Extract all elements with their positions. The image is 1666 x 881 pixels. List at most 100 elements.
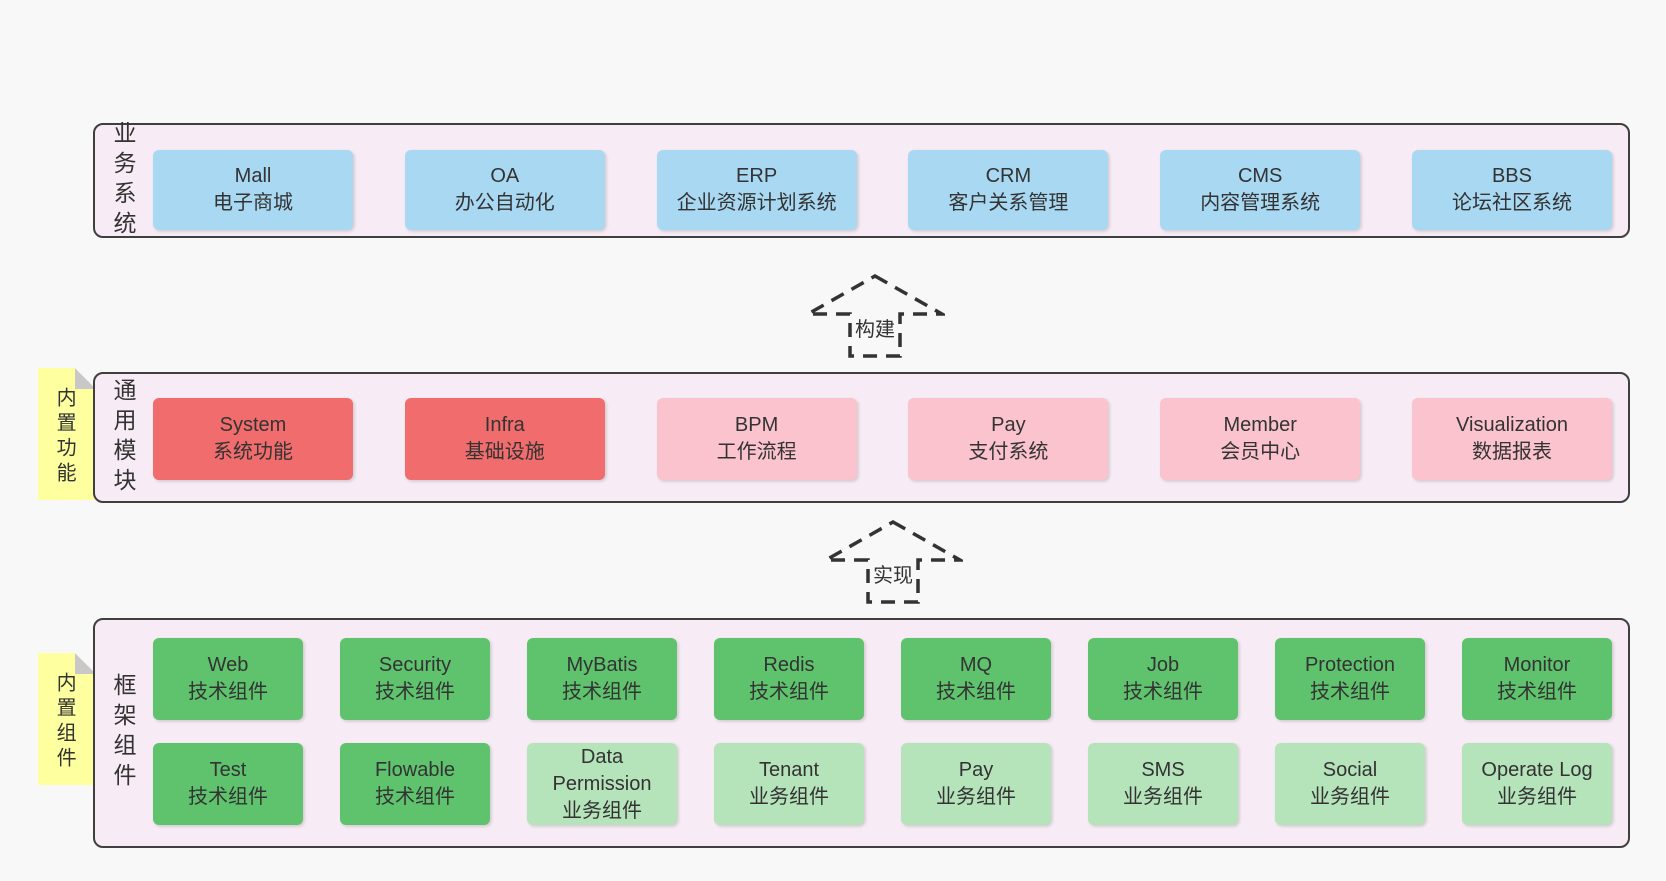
layer-label: 框架组件 bbox=[110, 673, 136, 793]
box-name: ERP bbox=[736, 165, 778, 187]
box-bpm: BPM 工作流程 bbox=[656, 398, 857, 480]
box-name: Web bbox=[207, 654, 249, 676]
box-tenant: Tenant 业务组件 bbox=[714, 743, 864, 825]
layer-business-systems: 业务系统 Mall 电子商城 OA 办公自动化 ERP 企业资源计划系统 CRM… bbox=[93, 120, 1630, 241]
layer-label: 通用模块 bbox=[110, 377, 136, 498]
layer-common-modules: 通用模块 System 系统功能 Infra 基础设施 BPM 工作流程 Pay… bbox=[93, 372, 1630, 503]
box-name: Flowable bbox=[374, 759, 456, 781]
box-sms: SMS 业务组件 bbox=[1088, 743, 1238, 825]
box-cms: CMS 内容管理系统 bbox=[1160, 150, 1361, 230]
box-name: System bbox=[219, 414, 287, 436]
box-desc: 业务组件 bbox=[1497, 786, 1577, 808]
arrow-build: 构建 bbox=[805, 273, 945, 359]
box-desc: 数据报表 bbox=[1471, 441, 1552, 463]
box-name: Operate Log bbox=[1481, 759, 1593, 781]
layer-label: 业务系统 bbox=[110, 120, 136, 241]
box-desc: 技术组件 bbox=[375, 786, 455, 808]
box-social: Social 业务组件 bbox=[1275, 743, 1425, 825]
box-name: Pay bbox=[958, 759, 994, 781]
box-operate-log: Operate Log 业务组件 bbox=[1462, 743, 1612, 825]
box-name: BBS bbox=[1491, 165, 1532, 187]
box-name: CRM bbox=[985, 165, 1032, 187]
box-desc: 支付系统 bbox=[968, 441, 1049, 463]
box-mall: Mall 电子商城 bbox=[153, 150, 353, 230]
box-desc: 企业资源计划系统 bbox=[676, 192, 837, 214]
box-desc: 技术组件 bbox=[1310, 681, 1390, 703]
box-mq: MQ 技术组件 bbox=[901, 638, 1051, 720]
box-desc: 业务组件 bbox=[1310, 786, 1390, 808]
box-row: Test 技术组件 Flowable 技术组件 Data Permission … bbox=[153, 743, 1612, 825]
box-redis: Redis 技术组件 bbox=[714, 638, 864, 720]
box-name: Social bbox=[1322, 759, 1378, 781]
sticky-note-built-in-features: 内置功能 bbox=[38, 368, 96, 500]
box-desc: 技术组件 bbox=[188, 786, 268, 808]
box-flowable: Flowable 技术组件 bbox=[340, 743, 490, 825]
box-name: MQ bbox=[959, 654, 993, 676]
box-name: Data Permission bbox=[552, 745, 652, 795]
box-desc: 技术组件 bbox=[1123, 681, 1203, 703]
box-row: Web 技术组件 Security 技术组件 MyBatis 技术组件 Redi… bbox=[153, 638, 1612, 720]
box-mybatis: MyBatis 技术组件 bbox=[527, 638, 677, 720]
box-desc: 业务组件 bbox=[936, 786, 1016, 808]
box-member: Member 会员中心 bbox=[1160, 398, 1361, 480]
box-name: Test bbox=[209, 759, 247, 781]
sticky-note-built-in-components: 内置组件 bbox=[38, 653, 96, 785]
box-name: Pay bbox=[991, 414, 1026, 436]
box-desc: 业务组件 bbox=[562, 799, 642, 822]
box-web: Web 技术组件 bbox=[153, 638, 303, 720]
box-name: Monitor bbox=[1503, 654, 1571, 676]
box-desc: 电子商城 bbox=[213, 192, 293, 214]
box-security: Security 技术组件 bbox=[340, 638, 490, 720]
box-system: System 系统功能 bbox=[153, 398, 353, 480]
box-desc: 技术组件 bbox=[562, 681, 642, 703]
box-pay: Pay 支付系统 bbox=[908, 398, 1109, 480]
arrow-label: 构建 bbox=[852, 313, 898, 342]
box-name: Visualization bbox=[1456, 414, 1568, 436]
box-pay-business: Pay 业务组件 bbox=[901, 743, 1051, 825]
box-name: Protection bbox=[1304, 654, 1396, 676]
box-erp: ERP 企业资源计划系统 bbox=[656, 150, 857, 230]
box-desc: 基础设施 bbox=[464, 441, 545, 463]
box-row: Mall 电子商城 OA 办公自动化 ERP 企业资源计划系统 CRM 客户关系… bbox=[153, 150, 1612, 230]
box-desc: 技术组件 bbox=[375, 681, 455, 703]
box-name: SMS bbox=[1141, 759, 1185, 781]
box-crm: CRM 客户关系管理 bbox=[908, 150, 1109, 230]
box-desc: 论坛社区系统 bbox=[1451, 192, 1572, 214]
box-desc: 客户关系管理 bbox=[948, 192, 1069, 214]
box-oa: OA 办公自动化 bbox=[404, 150, 605, 230]
box-name: OA bbox=[490, 165, 520, 187]
box-bbs: BBS 论坛社区系统 bbox=[1411, 150, 1612, 230]
box-name: Job bbox=[1146, 654, 1180, 676]
box-name: Redis bbox=[763, 654, 815, 676]
box-test: Test 技术组件 bbox=[153, 743, 303, 825]
box-desc: 技术组件 bbox=[188, 681, 268, 703]
box-visualization: Visualization 数据报表 bbox=[1411, 398, 1612, 480]
box-data-permission: Data Permission 业务组件 bbox=[527, 743, 677, 825]
box-desc: 技术组件 bbox=[936, 681, 1016, 703]
box-name: Mall bbox=[234, 165, 272, 187]
dashed-up-arrow-icon bbox=[805, 273, 945, 358]
box-desc: 技术组件 bbox=[1497, 681, 1577, 703]
sticky-note-label: 内置功能 bbox=[53, 386, 76, 487]
box-name: Security bbox=[378, 654, 452, 676]
box-desc: 业务组件 bbox=[749, 786, 829, 808]
box-row: System 系统功能 Infra 基础设施 BPM 工作流程 Pay 支付系统… bbox=[153, 398, 1612, 480]
box-desc: 办公自动化 bbox=[454, 192, 555, 214]
box-desc: 工作流程 bbox=[716, 441, 797, 463]
dashed-up-arrow-icon bbox=[823, 519, 963, 604]
box-name: Member bbox=[1223, 414, 1297, 436]
box-desc: 业务组件 bbox=[1123, 786, 1203, 808]
sticky-note-label: 内置组件 bbox=[53, 671, 76, 772]
layer-framework-components: 框架组件 Web 技术组件 Security 技术组件 MyBatis 技术组件… bbox=[93, 618, 1630, 848]
box-desc: 会员中心 bbox=[1220, 441, 1301, 463]
box-name: Tenant bbox=[758, 759, 820, 781]
box-desc: 内容管理系统 bbox=[1200, 192, 1321, 214]
box-name: BPM bbox=[734, 414, 779, 436]
box-protection: Protection 技术组件 bbox=[1275, 638, 1425, 720]
box-name: CMS bbox=[1237, 165, 1283, 187]
box-name: MyBatis bbox=[566, 654, 638, 676]
box-job: Job 技术组件 bbox=[1088, 638, 1238, 720]
arrow-label: 实现 bbox=[870, 559, 916, 588]
box-name: Infra bbox=[484, 414, 525, 436]
box-desc: 系统功能 bbox=[213, 441, 293, 463]
